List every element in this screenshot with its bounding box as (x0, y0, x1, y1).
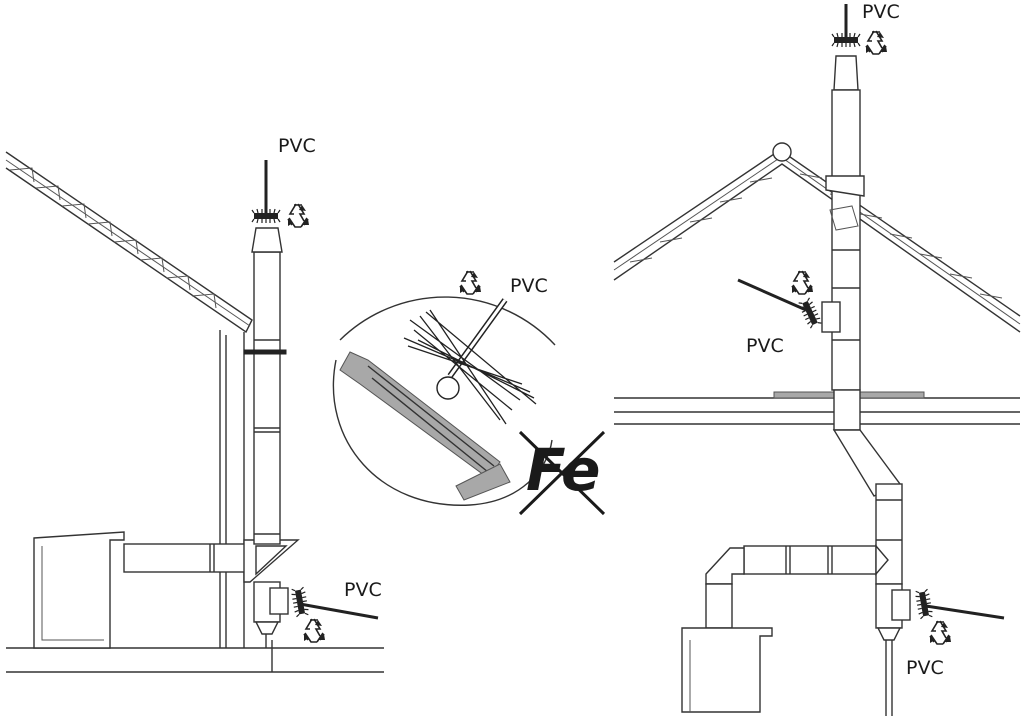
right-top-brush: PVC (831, 1, 900, 55)
recycle-icon (791, 270, 814, 295)
left-vertical-chimney (243, 227, 289, 672)
left-stove (33, 531, 125, 649)
right-cleanout (875, 583, 911, 716)
center-detail: PVC Fe (332, 270, 606, 516)
left-bottom-label: PVC (344, 579, 382, 601)
detail-brush: PVC (403, 270, 548, 425)
right-scene: PVC PVC PVC (613, 1, 1021, 716)
right-bottom-label: PVC (906, 657, 944, 679)
recycle-icon (459, 270, 482, 295)
flue-section (339, 351, 511, 501)
left-ground (6, 647, 384, 673)
left-horizontal-pipe (123, 543, 249, 573)
right-vertical-chimney (821, 55, 865, 431)
recycle-icon (865, 30, 888, 55)
recycle-icon (287, 203, 310, 228)
right-bottom-brush: PVC (906, 588, 1005, 679)
left-tee-bracket (243, 539, 300, 583)
right-ceiling (614, 397, 1020, 425)
left-scene: PVC PVC (5, 135, 384, 673)
left-bottom-brush: PVC (290, 579, 382, 643)
detail-circle-bottom (332, 359, 553, 506)
right-roof (613, 142, 1021, 333)
right-horizontal-pipe (705, 544, 889, 629)
prohibited-fe: Fe (518, 430, 606, 516)
center-label: PVC (510, 275, 548, 297)
recycle-icon (303, 618, 326, 643)
recycle-icon (929, 620, 952, 645)
left-top-label: PVC (278, 135, 316, 157)
left-top-brush: PVC (251, 135, 316, 228)
right-stove (681, 627, 773, 713)
right-mid-brush: PVC (737, 270, 823, 357)
detail-circle-top (339, 296, 556, 346)
crossed-out-icon (518, 430, 606, 516)
right-top-label: PVC (862, 1, 900, 23)
right-offset-pipe (832, 429, 903, 585)
right-mid-label: PVC (746, 335, 784, 357)
left-roof (5, 151, 253, 334)
left-wall (219, 330, 245, 648)
